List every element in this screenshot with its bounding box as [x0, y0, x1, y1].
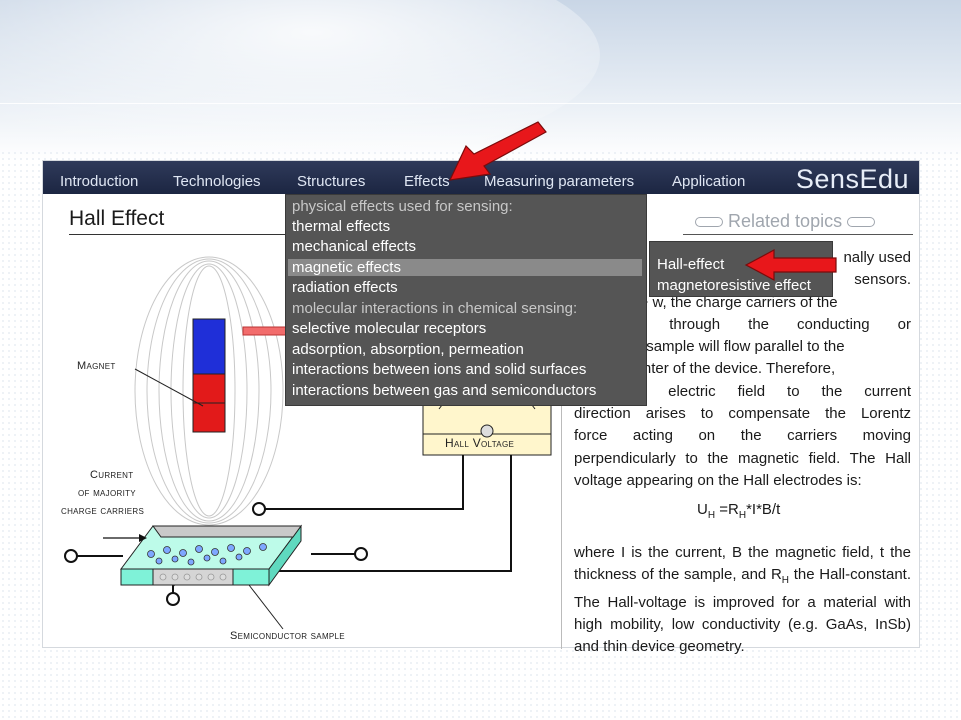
- submenu-item-magnetoresistive-effect[interactable]: magnetoresistive effect: [657, 277, 811, 294]
- background-line: [0, 103, 961, 104]
- article-line: direction arises to compensate the Loren…: [574, 405, 911, 423]
- pill-right-icon: [847, 217, 876, 228]
- app-window: Introduction Technologies Structures Eff…: [42, 160, 920, 655]
- article-line: that I ~ w, the charge carriers of the: [602, 293, 838, 311]
- related-topics-label: Related topics: [728, 211, 843, 231]
- menu-item-mechanical-effects[interactable]: mechanical effects: [292, 238, 416, 255]
- article-line: the center of the device. Therefore,: [602, 360, 836, 378]
- slide-background: [0, 0, 961, 160]
- content-divider: [561, 401, 562, 649]
- nav-item-application[interactable]: Application: [672, 173, 746, 190]
- nav-item-introduction[interactable]: Introduction: [60, 173, 139, 190]
- article-line: voltage appearing on the Hall electrodes…: [574, 471, 862, 489]
- nav-item-effects[interactable]: Effects: [404, 173, 450, 190]
- related-topics[interactable]: Related topics: [695, 211, 876, 232]
- article-line: force acting on the carriers moving: [574, 427, 911, 445]
- article-line: dicular electric field to the current: [602, 382, 911, 400]
- article-line: urrent through the conducting or: [602, 315, 911, 333]
- hall-voltage-formula: UH =RH*I*B/t: [697, 501, 781, 521]
- current-label-line2: of majority: [78, 487, 136, 499]
- menu-item-thermal-effects[interactable]: thermal effects: [292, 218, 391, 235]
- article-line: nally used: [843, 249, 911, 266]
- menu-item-ions-solid-surfaces[interactable]: interactions between ions and solid surf…: [292, 361, 587, 378]
- nav-item-structures[interactable]: Structures: [297, 173, 366, 190]
- red-arrow-hall-effect-icon: [744, 248, 837, 282]
- menu-group-physical: physical effects used for sensing:: [292, 198, 513, 215]
- menu-item-adsorption[interactable]: adsorption, absorption, permeation: [292, 341, 524, 358]
- article-paragraph-2: where I is the current, B the magnetic f…: [574, 544, 911, 655]
- charge-carriers: [147, 543, 267, 566]
- nav-item-technologies[interactable]: Technologies: [173, 173, 261, 190]
- current-label-line3: charge carriers: [61, 505, 145, 517]
- submenu-item-hall-effect[interactable]: Hall-effect: [657, 256, 725, 273]
- article-line: ucting sample will flow parallel to the: [602, 338, 845, 356]
- title-underline: [69, 234, 299, 235]
- hall-voltage-label: Hall Voltage: [445, 436, 515, 450]
- related-underline: [683, 234, 913, 235]
- menu-item-magnetic-effects[interactable]: magnetic effects: [288, 259, 642, 276]
- menu-item-radiation-effects[interactable]: radiation effects: [292, 279, 398, 296]
- menu-item-gas-semiconductors[interactable]: interactions between gas and semiconduct…: [292, 382, 597, 399]
- brand-logo[interactable]: SensEdu: [795, 164, 909, 194]
- red-arrow-effects-icon: [448, 121, 547, 181]
- nav-bar: Introduction Technologies Structures Eff…: [43, 161, 919, 194]
- page-title: Hall Effect: [69, 207, 165, 230]
- semiconductor-label: Semiconductor sample: [230, 630, 345, 642]
- current-label-line1: Current: [90, 469, 134, 481]
- pill-left-icon: [695, 217, 723, 228]
- nav-item-measuring-parameters[interactable]: Measuring parameters: [484, 173, 635, 190]
- effects-dropdown-menu: physical effects used for sensing: therm…: [285, 194, 647, 406]
- article-text: nally used sensors. that I ~ w, the char…: [574, 247, 911, 492]
- magnetic-field-lines: [134, 256, 284, 526]
- article-line: perpendicularly to the magnetic field. T…: [574, 449, 911, 467]
- menu-group-molecular: molecular interactions in chemical sensi…: [292, 300, 578, 317]
- magnet-label: Magnet: [77, 360, 116, 372]
- article-line: sensors.: [854, 271, 911, 289]
- magnet-north: [192, 318, 226, 375]
- background-swoosh: [0, 0, 600, 160]
- menu-item-selective-molecular-receptors[interactable]: selective molecular receptors: [292, 320, 487, 337]
